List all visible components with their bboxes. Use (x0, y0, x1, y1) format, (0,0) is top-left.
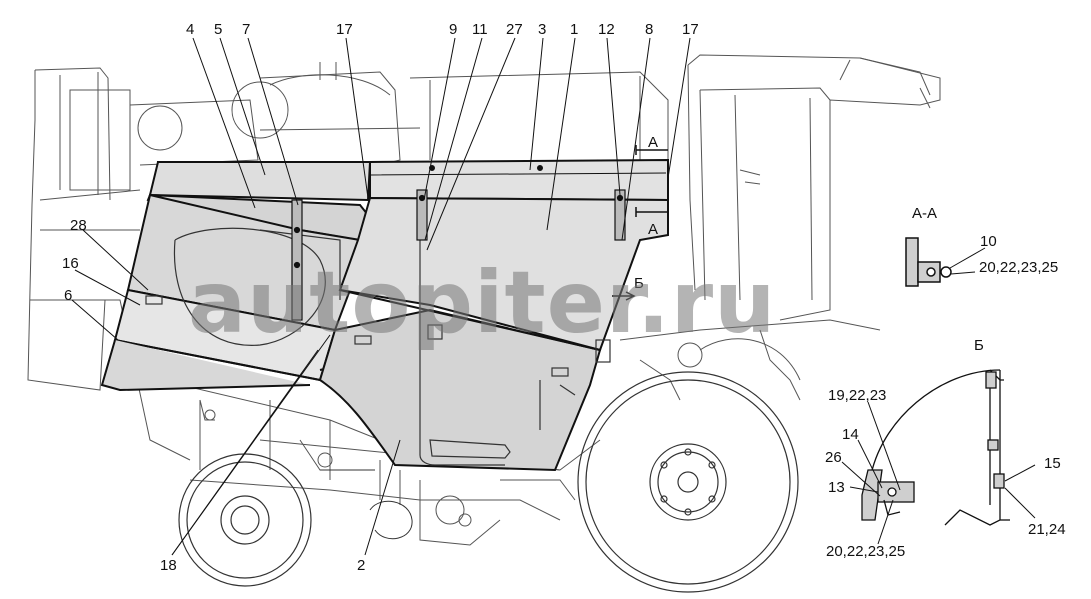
callout-17-left: 17 (336, 21, 353, 38)
callout-8: 8 (645, 21, 653, 38)
front-wheel (577, 371, 799, 593)
upper-left-panel (146, 161, 372, 242)
section-aa-title: А-А (912, 205, 937, 222)
callout-11: 11 (472, 21, 488, 38)
view-b-arrow (612, 291, 636, 301)
callout-16: 16 (62, 255, 79, 272)
detail-a-a (905, 237, 952, 287)
callout-2: 2 (357, 557, 365, 574)
callout-14: 14 (842, 426, 859, 443)
callout-12: 12 (598, 21, 615, 38)
view-b-title: Б (974, 337, 984, 354)
callout-4: 4 (186, 21, 194, 38)
rear-axle (320, 469, 413, 540)
callout-1: 1 (570, 21, 578, 38)
section-mark-a-top: А (648, 134, 658, 151)
callout-19-22-23: 19,22,23 (828, 387, 886, 404)
callout-17-right: 17 (682, 21, 699, 38)
callout-7: 7 (242, 21, 250, 38)
rear-wheel (178, 453, 312, 587)
callout-18: 18 (160, 557, 177, 574)
callout-6: 6 (64, 287, 72, 304)
watermark-logo-text: autopiter.ru (188, 253, 776, 353)
view-mark-b: Б (634, 275, 644, 292)
center-lower-panel (318, 289, 602, 472)
callout-15: 15 (1044, 455, 1061, 472)
section-mark-a-bottom: А (648, 221, 658, 238)
callout-13: 13 (828, 479, 845, 496)
callout-labels: 4 5 7 17 9 11 27 3 1 12 8 17 28 16 6 18 … (62, 21, 1066, 574)
callout-20-22-23-25-aa: 20,22,23,25 (979, 259, 1058, 276)
hinges (291, 189, 626, 321)
callout-5: 5 (214, 21, 222, 38)
callout-27: 27 (506, 21, 523, 38)
section-a-marks (635, 145, 668, 217)
callout-9: 9 (449, 21, 457, 38)
callout-20-22-23-25-b: 20,22,23,25 (826, 543, 905, 560)
callout-21-24: 21,24 (1028, 521, 1066, 538)
callout-10: 10 (980, 233, 997, 250)
door-details (145, 227, 611, 466)
callout-28: 28 (70, 217, 87, 234)
callout-3: 3 (538, 21, 546, 38)
callout-26: 26 (825, 449, 842, 466)
leader-lines (71, 37, 1036, 556)
